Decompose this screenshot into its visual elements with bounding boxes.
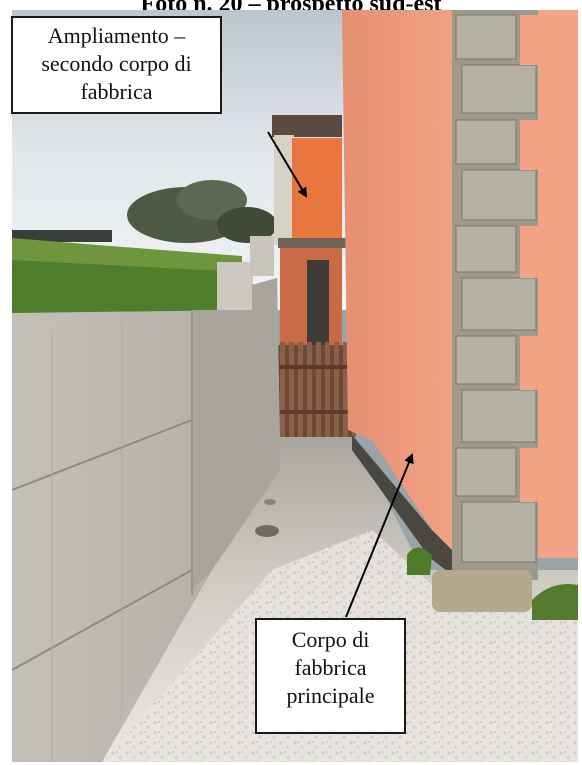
callout-main-line-2: fabbrica — [294, 655, 367, 680]
wooden-gate — [278, 342, 356, 437]
callout-extension-line-3: fabbrica — [80, 79, 153, 104]
callout-extension: Ampliamento – secondo corpo di fabbrica — [11, 16, 222, 114]
site-photo — [12, 10, 578, 762]
callout-main-line-1: Corpo di — [291, 627, 370, 652]
stone-quoin — [407, 10, 578, 620]
callout-extension-line-2: secondo corpo di — [41, 51, 192, 76]
background-trees — [12, 180, 277, 243]
callout-main-building: Corpo di fabbrica principale — [255, 618, 406, 734]
concrete-wall — [12, 278, 280, 762]
callout-main-line-3: principale — [286, 683, 375, 708]
callout-extension-line-1: Ampliamento – — [47, 23, 186, 48]
